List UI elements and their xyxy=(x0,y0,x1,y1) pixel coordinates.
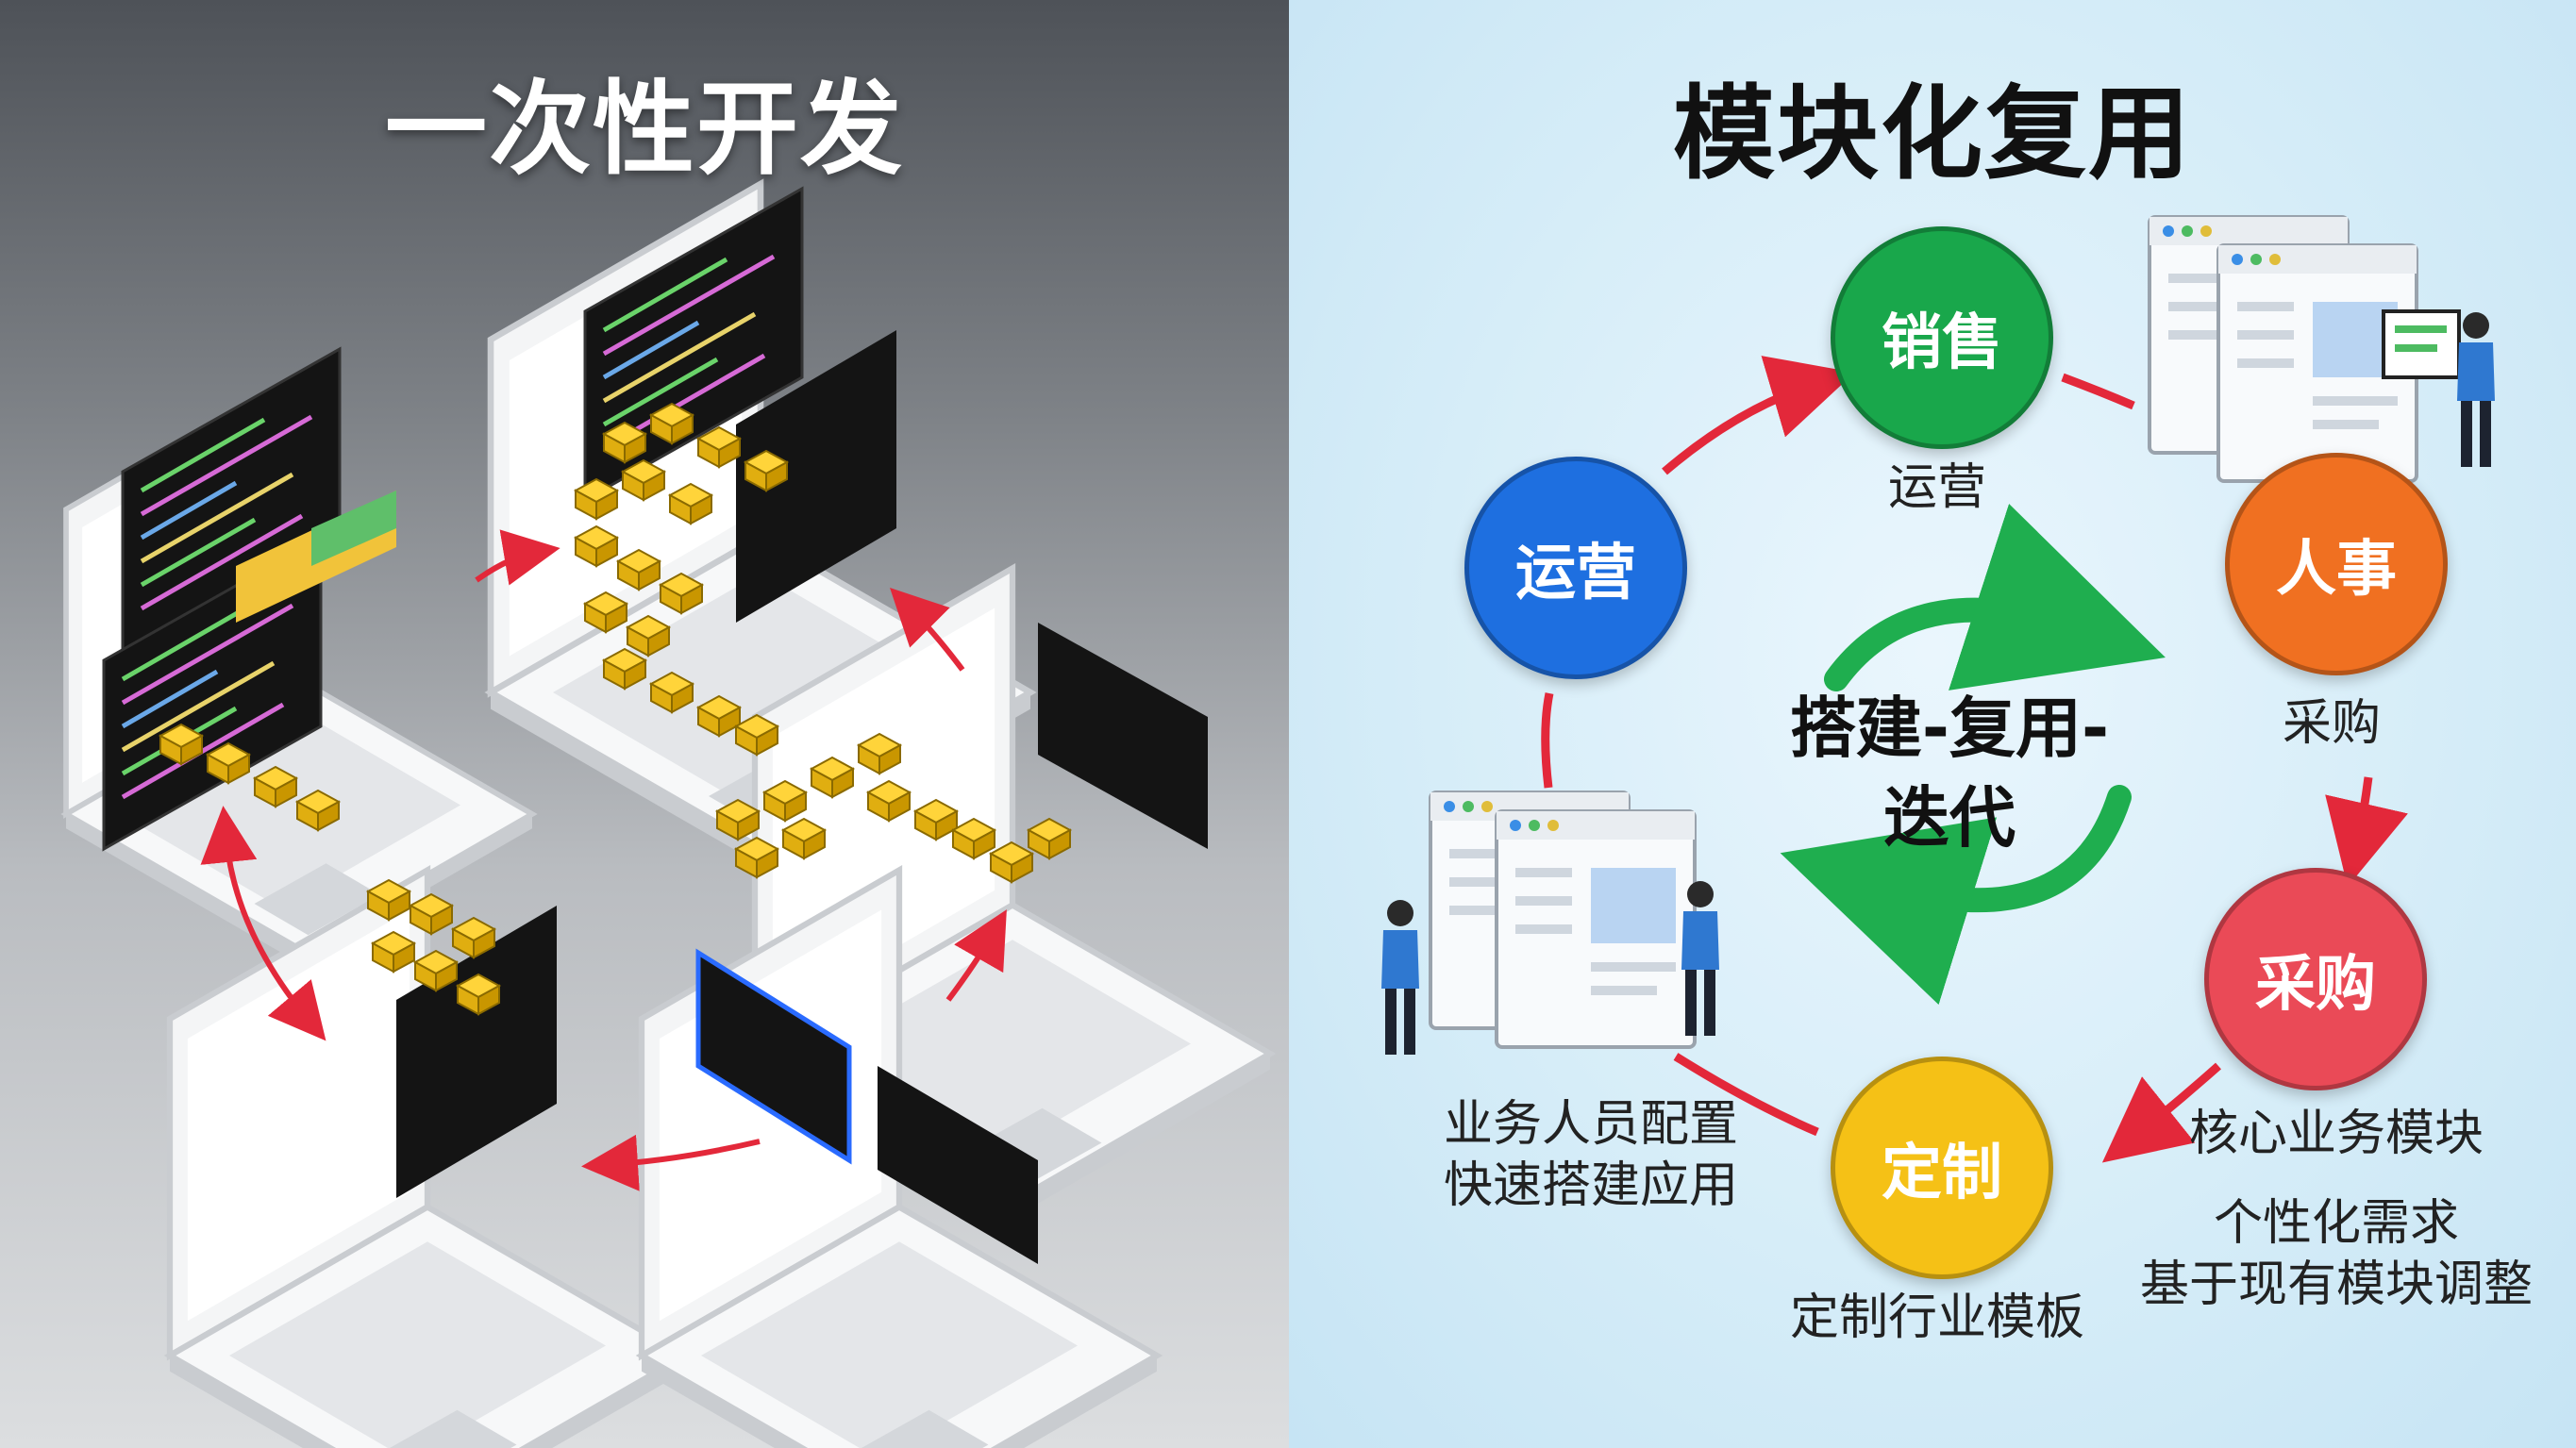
caption-config-2: 快速搭建应用 xyxy=(1443,1157,1738,1214)
cycle-connector xyxy=(2061,373,2135,410)
caption-under-hr: 采购 xyxy=(2282,695,2381,752)
node-custom: 定制 xyxy=(1831,1057,2053,1279)
caption-personalization-2: 基于现有模块调整 xyxy=(2139,1257,2533,1313)
node-sales: 销售 xyxy=(1831,226,2053,449)
left-title: 一次性开发 xyxy=(384,71,904,189)
green-cycle-arrow xyxy=(1780,785,2132,1006)
flow-arrow xyxy=(890,588,965,672)
node-operations: 运营 xyxy=(1464,457,1687,679)
person-icon xyxy=(1381,900,1419,1055)
green-cycle-arrow xyxy=(1824,504,2166,691)
flow-arrow xyxy=(200,806,326,1041)
center-cycle-text-line2: 迭代 xyxy=(1883,779,2016,857)
app-window-illustration xyxy=(1429,791,1697,1049)
caption-core-module: 核心业务模块 xyxy=(2188,1106,2484,1162)
caption-config-1: 业务人员配置 xyxy=(1443,1096,1738,1153)
left-illustration xyxy=(0,0,1289,1448)
cycle-connector xyxy=(1541,692,1554,789)
cycle-arrow xyxy=(1662,356,1855,475)
cycle-connector xyxy=(1673,1053,1819,1137)
flow-arrow xyxy=(475,529,560,586)
cycle-arrow xyxy=(2325,776,2408,888)
person-icon xyxy=(2457,312,2495,467)
caption-personalization-1: 个性化需求 xyxy=(2213,1195,2459,1252)
caption-under-custom: 定制行业模板 xyxy=(1789,1290,2084,1346)
cycle-arrow xyxy=(2101,1062,2221,1163)
node-procurement: 采购 xyxy=(2204,868,2427,1090)
app-window-illustration xyxy=(2148,215,2461,483)
center-cycle-text-line1: 搭建-复用- xyxy=(1789,690,2110,767)
right-panel: 模块化复用 销售 人事 采购 定制 运营 运营 采购 核心业务模块 个性化需求 … xyxy=(1289,0,2576,1448)
node-hr: 人事 xyxy=(2225,453,2448,675)
left-panel: 一次性开发 xyxy=(0,0,1289,1448)
flow-arrow xyxy=(945,909,1007,1002)
flow-arrow xyxy=(581,1134,761,1191)
caption-under-sales: 运营 xyxy=(1887,459,1986,516)
right-title: 模块化复用 xyxy=(1672,75,2192,193)
right-illustration xyxy=(1381,215,2495,1163)
